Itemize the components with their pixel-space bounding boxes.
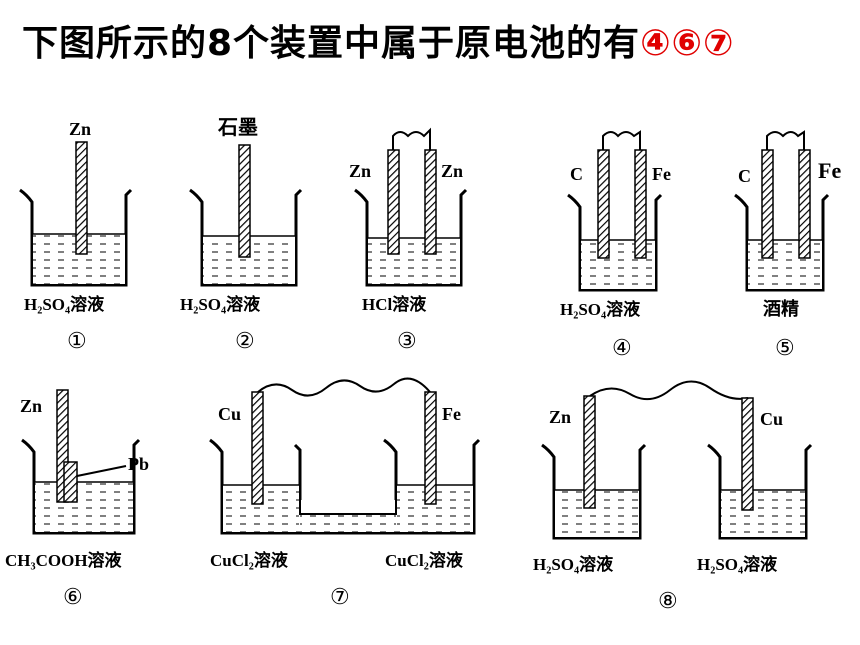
device-number: ⑧ (658, 588, 678, 613)
electrode-rod (761, 149, 774, 259)
wire (257, 377, 431, 397)
solution-label: H₂SO₄溶液 (533, 554, 613, 574)
solution-label: CuCl₂溶液 (385, 550, 463, 570)
device-7: Cu Fe CuCl₂溶液 CuCl₂溶液 ⑦ (209, 377, 481, 609)
electrode-label: Fe (442, 404, 461, 424)
beaker (293, 443, 302, 500)
solution-label: CH₃COOH溶液 (5, 550, 122, 570)
electrode-rod (583, 395, 596, 509)
solution-label: CuCl₂溶液 (210, 550, 288, 570)
wire (602, 130, 641, 150)
device-number: ③ (397, 328, 417, 353)
electrode-rod (798, 149, 811, 259)
device-6: Zn Pb CH₃COOH溶液 ⑥ (5, 389, 149, 609)
wire (766, 130, 805, 150)
device-1: Zn H₂SO₄溶液 ① (19, 119, 133, 353)
electrode-rod (597, 149, 610, 259)
beaker (354, 188, 468, 287)
device-number: ① (67, 328, 87, 353)
device-number: ⑦ (330, 584, 350, 609)
beaker (299, 500, 397, 515)
electrode-label: Zn (441, 161, 463, 181)
solution-liquid (721, 490, 805, 537)
question-prompt: 下图所示的8个装置中属于原电池的有 (22, 23, 641, 64)
solution-label: 酒精 (763, 298, 799, 319)
electrode-rod (387, 149, 400, 255)
electrode-label: Fe (652, 164, 671, 184)
electrode-label: 石墨 (217, 116, 258, 139)
wire (589, 380, 749, 401)
electrode-rod (634, 149, 647, 259)
device-number: ④ (612, 335, 632, 360)
electrode-label: Cu (218, 404, 241, 424)
device-8: Zn Cu H₂SO₄溶液 H₂SO₄溶液 ⑧ (533, 380, 813, 613)
electrode-rod (424, 391, 437, 505)
electrode-label: C (738, 166, 751, 186)
solution-label: H₂SO₄溶液 (180, 294, 260, 314)
beaker (383, 438, 398, 500)
electrode-label: Zn (20, 396, 42, 416)
device-4: C Fe H₂SO₄溶液 ④ (560, 130, 671, 360)
electrode-rod (75, 141, 88, 255)
electrode-label: Zn (549, 407, 571, 427)
electrode-label: Fe (818, 158, 841, 183)
electrode-label: Pb (128, 454, 149, 474)
device-2: 石墨 H₂SO₄溶液 ② (180, 116, 303, 353)
solution-label: HCl溶液 (362, 294, 426, 314)
beaker (300, 438, 481, 535)
beaker (21, 438, 141, 535)
device-number: ⑤ (775, 335, 795, 360)
solution-liquid (35, 482, 133, 532)
question-answer: ④⑥⑦ (640, 23, 735, 64)
electrode-rod (63, 461, 78, 503)
electrode-rod (238, 144, 251, 258)
beaker (707, 443, 813, 540)
electrode-label: Cu (760, 409, 783, 429)
solution-liquid (555, 490, 639, 537)
solution-liquid (300, 515, 396, 532)
beaker (734, 193, 830, 292)
electrode-label: Zn (69, 119, 91, 139)
electrode-label: C (570, 164, 583, 184)
beaker (19, 188, 133, 287)
beaker (567, 193, 663, 292)
solution-label: H₂SO₄溶液 (24, 294, 104, 314)
beaker (541, 443, 647, 540)
device-3: Zn Zn HCl溶液 ③ (349, 127, 468, 353)
device-5: C Fe 酒精 ⑤ (734, 130, 841, 360)
beaker (189, 188, 303, 287)
device-number: ⑥ (63, 584, 83, 609)
electrode-rod (251, 391, 264, 505)
device-number: ② (235, 328, 255, 353)
electrode-label: Zn (349, 161, 371, 181)
electrode-rod (424, 149, 437, 255)
solution-liquid (368, 238, 460, 284)
beaker (209, 438, 300, 535)
solution-label: H₂SO₄溶液 (560, 299, 640, 319)
solution-label: H₂SO₄溶液 (697, 554, 777, 574)
electrode-rod (741, 397, 754, 511)
wire (392, 127, 431, 150)
electrode-rod (56, 389, 69, 503)
solution-liquid (748, 240, 822, 289)
question-title: 下图所示的8个装置中属于原电池的有④⑥⑦ (22, 14, 735, 66)
